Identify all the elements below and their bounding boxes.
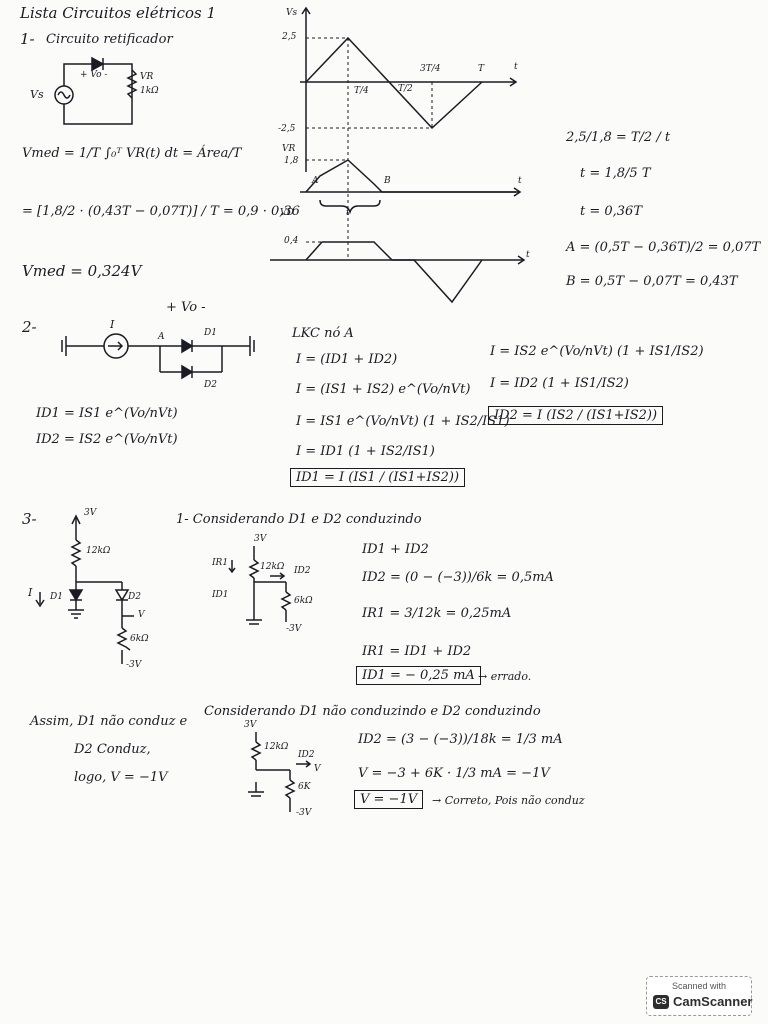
q3-c1-eq4: IR1 = ID1 + ID2 xyxy=(362,644,472,659)
q3-d1-label: D1 xyxy=(50,592,63,602)
q3-c1-r2-label: 6kΩ xyxy=(294,596,313,606)
q2-eq2: I = (IS1 + IS2) e^(Vo/nVt) xyxy=(296,382,471,397)
q3-c2-r2-label: 6K xyxy=(298,782,311,792)
q3-c2-neg3v-label: -3V xyxy=(296,808,312,818)
page-title: Lista Circuitos elétricos 1 xyxy=(20,4,217,22)
q1-vs-tick-half: T/2 xyxy=(398,84,413,94)
q1-vr-interval-t: t xyxy=(346,208,350,218)
q1-vs-tick-neg-peak: -2,5 xyxy=(278,124,296,134)
q3-c1-id1-label: ID1 xyxy=(212,590,229,600)
q1-vs-tick-quarter: T/4 xyxy=(354,86,369,96)
camscanner-logo-icon: CS xyxy=(653,995,669,1009)
q3-c1-ir1-label: IR1 xyxy=(212,558,229,568)
q2-id1-result: ID1 = I (IS1 / (IS1+IS2)) xyxy=(290,468,466,487)
q3-c1-3v-label: 3V xyxy=(254,534,267,544)
q1-vr-point-a: A xyxy=(312,176,319,186)
q1-vr-point-b: B xyxy=(384,176,391,186)
q1-vr-axis-label: VR xyxy=(282,144,296,154)
q3-r2-label: 6kΩ xyxy=(130,634,149,644)
q3-c2-3v-label: 3V xyxy=(244,720,257,730)
q3-c2-eq2: V = −3 + 6K · 1/3 mA = −1V xyxy=(358,766,550,781)
q3-c1-id2-label: ID2 xyxy=(294,566,311,576)
q3-c1-note: → errado. xyxy=(478,670,532,683)
q2-d2-label: D2 xyxy=(204,380,217,390)
q2-number: 2- xyxy=(22,318,37,336)
q3-number: 3- xyxy=(22,510,37,528)
q1-vd-label: + Vo - xyxy=(80,70,108,80)
q3-c1-eq2: ID2 = (0 − (−3))/6k = 0,5mA xyxy=(362,570,554,585)
q3-r1-label: 12kΩ xyxy=(86,546,111,556)
q2-eq4: I = ID1 (1 + IS2/IS1) xyxy=(296,444,435,459)
q3-conclusion-line-3: logo, V = −1V xyxy=(74,770,168,785)
camscanner-caption: Scanned with xyxy=(671,981,727,991)
q3-case2-title: Considerando D1 não conduzindo e D2 cond… xyxy=(204,704,541,719)
camscanner-watermark: Scanned with CS CamScanner xyxy=(646,976,752,1016)
q2-eq7: I = ID2 (1 + IS1/IS2) xyxy=(490,376,629,391)
q1-vmed-result: Vmed = 0,324V xyxy=(22,262,142,280)
q3-case1-title: 1- Considerando D1 e D2 conduzindo xyxy=(176,512,422,527)
q1-title: Circuito retificador xyxy=(46,32,173,47)
q1-vmed-formula: Vmed = 1/T ∫₀ᵀ VR(t) dt = Área/T xyxy=(22,146,242,161)
q1-b-equation: B = 0,5T − 0,07T = 0,43T xyxy=(566,274,738,289)
q1-vd-axis-label: VD xyxy=(280,208,294,218)
q3-v-node-label: V xyxy=(138,610,145,620)
q2-id1-equation: ID1 = IS1 e^(Vo/nVt) xyxy=(36,406,178,421)
q1-a-equation: A = (0,5T − 0,36T)/2 = 0,07T xyxy=(566,240,761,255)
q2-id2-equation: ID2 = IS2 e^(Vo/nVt) xyxy=(36,432,178,447)
q1-vs-tick-peak: 2,5 xyxy=(282,32,297,42)
q3-conclusion-line-1: Assim, D1 não conduz e xyxy=(30,714,188,729)
q1-vd-tick-peak: 0,4 xyxy=(284,236,299,246)
q3-current-i-label: I xyxy=(28,586,33,599)
q3-c2-v-label: V xyxy=(314,764,321,774)
q1-r-label: 1kΩ xyxy=(140,86,159,96)
q2-node-a-label: A xyxy=(158,332,165,342)
q3-c2-id2-label: ID2 xyxy=(298,750,315,760)
q1-t-equation: t = 1,8/5 T xyxy=(580,166,651,181)
q1-vmed-expression: = [1,8/2 · (0,43T − 0,07T)] / T = 0,9 · … xyxy=(22,204,300,219)
q3-supply-3v-label: 3V xyxy=(84,508,97,518)
q3-c2-r1-label: 12kΩ xyxy=(264,742,289,752)
q2-eq1: I = (ID1 + ID2) xyxy=(296,352,398,367)
q3-c2-result: V = −1V xyxy=(354,790,424,809)
q3-c2-note: → Correto, Pois não conduz xyxy=(432,794,585,807)
q1-t-value: t = 0,36T xyxy=(580,204,642,219)
q3-conclusion-line-2: D2 Conduz, xyxy=(74,742,151,757)
q1-vr-label: VR xyxy=(140,72,154,82)
camscanner-brand: CamScanner xyxy=(673,994,753,1009)
q1-vd-time-label: t xyxy=(526,250,530,260)
q2-eq6: I = IS2 e^(Vo/nVt) (1 + IS1/IS2) xyxy=(490,344,704,359)
q1-vs-label: Vs xyxy=(30,88,44,101)
q3-c1-result: ID1 = − 0,25 mA xyxy=(356,666,481,685)
q3-d2-label: D2 xyxy=(128,592,141,602)
q2-d1-label: D1 xyxy=(204,328,217,338)
q3-c1-neg3v-label: -3V xyxy=(286,624,302,634)
q1-ratio: 2,5/1,8 = T/2 / t xyxy=(566,130,671,145)
q3-c1-eq3: IR1 = 3/12k = 0,25mA xyxy=(362,606,512,621)
q1-vr-time-label: t xyxy=(518,176,522,186)
q1-vr-tick-peak: 1,8 xyxy=(284,156,299,166)
q3-c1-eq1: ID1 + ID2 xyxy=(362,542,429,557)
q3-c1-r1-label: 12kΩ xyxy=(260,562,285,572)
q2-eq3: I = IS1 e^(Vo/nVt) (1 + IS2/IS1) xyxy=(296,414,510,429)
q2-lkc-title: LKC nó A xyxy=(292,326,354,341)
q3-supply-neg3v-label: -3V xyxy=(126,660,142,670)
q1-vs-tick-three-quarter: 3T/4 xyxy=(420,64,441,74)
q1-number: 1- xyxy=(20,30,35,48)
q1-vs-tick-period: T xyxy=(478,64,485,74)
q1-vs-time-label: t xyxy=(514,62,518,72)
q2-vo-label: + Vo - xyxy=(166,300,206,315)
q2-current-label: I xyxy=(110,318,115,331)
q2-id2-result: ID2 = I (IS2 / (IS1+IS2)) xyxy=(488,406,664,425)
q1-vs-axis-label: Vs xyxy=(286,8,298,18)
q3-c2-eq1: ID2 = (3 − (−3))/18k = 1/3 mA xyxy=(358,732,563,747)
